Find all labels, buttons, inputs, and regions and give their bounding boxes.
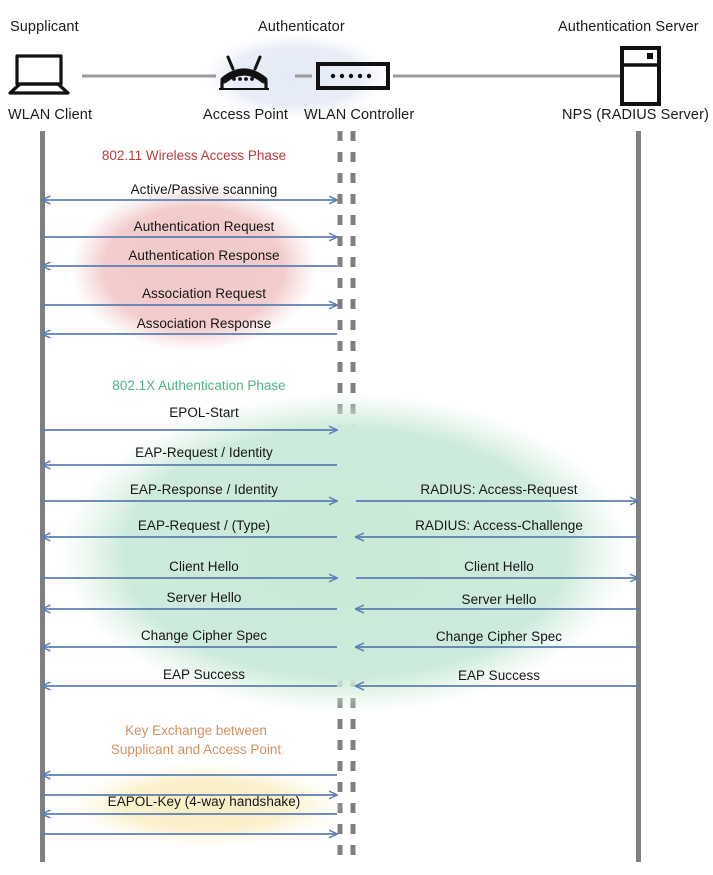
message-label-eap-success-right: EAP Success <box>457 668 541 683</box>
message-label-association-response: Association Response <box>136 316 272 331</box>
phase1-arrows <box>43 200 338 334</box>
phase-ellipse-key-exchange <box>66 762 346 848</box>
message-label-eapol-start: EPOL-Start <box>169 405 239 420</box>
laptop-icon <box>8 54 70 95</box>
phase-ellipse-dot1x <box>61 393 629 713</box>
message-label-radius-access-request: RADIUS: Access-Request <box>420 482 578 497</box>
message-label-change-cipher-spec-left: Change Cipher Spec <box>140 628 268 643</box>
actor-node-access-point: Access Point <box>203 107 289 123</box>
phase-ellipse-wireless-access <box>70 184 318 352</box>
server-icon <box>620 46 661 106</box>
actor-node-nps-radius-server: NPS (RADIUS Server) <box>562 107 709 123</box>
message-label-eap-success-left: EAP Success <box>162 667 246 682</box>
phase2-arrows-right <box>356 501 638 686</box>
message-label-eap-request-type: EAP-Request / (Type) <box>137 518 271 533</box>
message-label-client-hello-left: Client Hello <box>169 559 239 574</box>
message-label-eapol-key-4way-handshake: EAPOL-Key (4-way handshake) <box>107 794 301 809</box>
message-label-active-passive-scanning: Active/Passive scanning <box>130 182 278 197</box>
message-label-server-hello-left: Server Hello <box>166 590 242 605</box>
message-label-authentication-request: Authentication Request <box>133 219 275 234</box>
message-label-change-cipher-spec-right: Change Cipher Spec <box>435 629 563 644</box>
actor-role-authenticator: Authenticator <box>258 19 345 35</box>
wlan-controller-icon <box>316 62 390 90</box>
message-label-association-request: Association Request <box>141 286 267 301</box>
actor-role-authentication-server: Authentication Server <box>558 19 699 35</box>
message-label-radius-access-challenge: RADIUS: Access-Challenge <box>415 518 583 533</box>
phase-title-key-exchange-line1: Key Exchange between <box>125 723 267 738</box>
message-label-eap-request-identity: EAP-Request / Identity <box>135 445 273 460</box>
access-point-icon <box>219 55 269 90</box>
message-label-eap-response-identity: EAP-Response / Identity <box>129 482 279 497</box>
actor-node-wlan-client: WLAN Client <box>8 107 93 123</box>
message-label-client-hello-right: Client Hello <box>464 559 534 574</box>
message-label-authentication-response: Authentication Response <box>128 248 280 263</box>
phase-title-wireless-access: 802.11 Wireless Access Phase <box>101 148 287 163</box>
phase-title-dot1x-authentication: 802.1X Authentication Phase <box>112 378 286 393</box>
phase-title-key-exchange-line2: Supplicant and Access Point <box>110 742 282 757</box>
actor-node-wlan-controller: WLAN Controller <box>304 107 415 123</box>
phase2-arrows-left <box>43 430 338 686</box>
actor-role-supplicant: Supplicant <box>10 19 79 35</box>
message-label-server-hello-right: Server Hello <box>461 592 537 607</box>
phase3-arrows <box>43 775 338 834</box>
